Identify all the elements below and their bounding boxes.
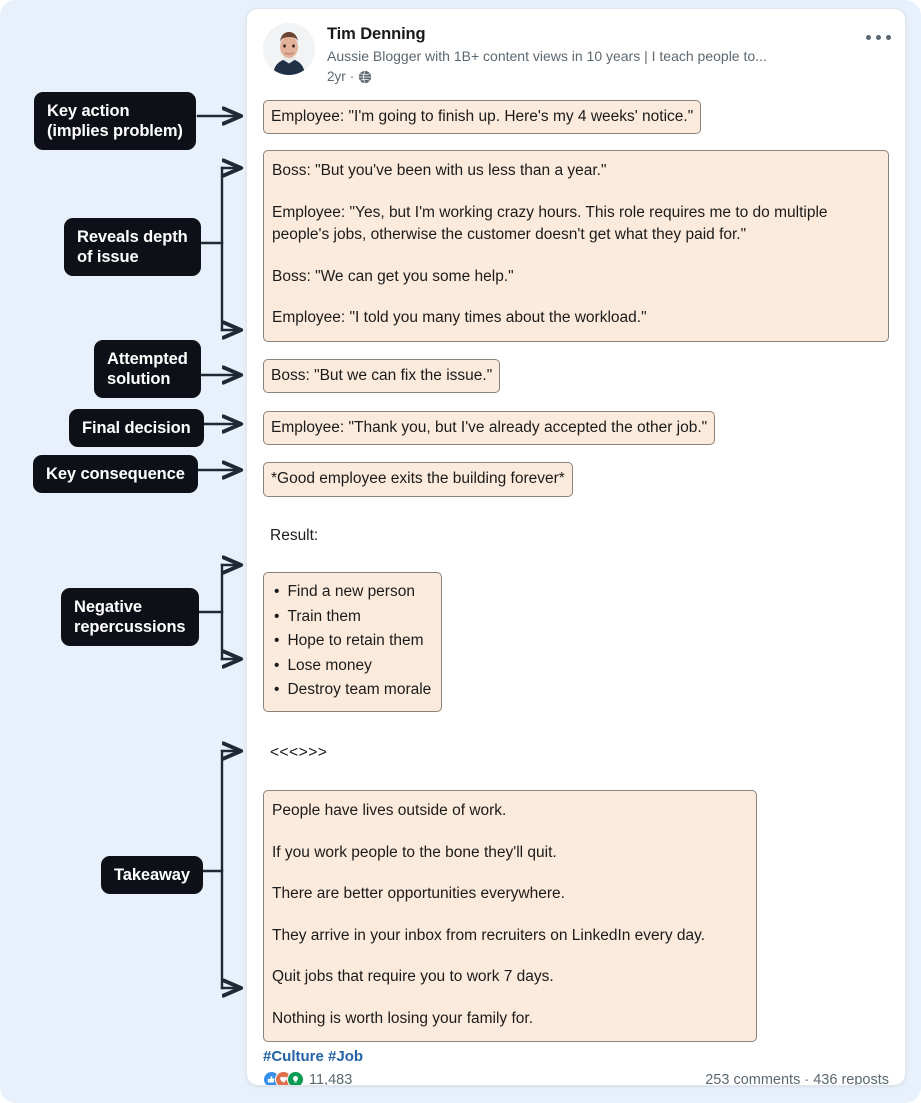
dialogue-line: Employee: "Yes, but I'm working crazy ho… [272, 203, 828, 244]
comments-reposts-count[interactable]: 253 comments · 436 reposts [705, 1071, 889, 1086]
content-separator: <<<>>> [270, 743, 328, 761]
insightful-icon [287, 1071, 304, 1085]
dialogue-line: Boss: "But you've been with us less than… [272, 162, 607, 180]
content-line-notice-wrap: Employee: "I'm going to finish up. Here'… [263, 99, 889, 135]
list-item: Lose money [274, 654, 431, 678]
annotation-reveals-depth: Reveals depth of issue [64, 218, 201, 277]
takeaway-line: They arrive in your inbox from recruiter… [272, 926, 706, 944]
reaction-icons [263, 1071, 304, 1085]
takeaway-line: If you work people to the bone they'll q… [272, 843, 557, 861]
post-header: Tim Denning Aussie Blogger with 1B+ cont… [247, 9, 905, 90]
content-line-accepted-wrap: Employee: "Thank you, but I've already a… [263, 411, 889, 446]
annotation-negative-repercussions: Negative repercussions [61, 588, 199, 647]
takeaway-line: Nothing is worth losing your family for. [272, 1009, 534, 1027]
author-name[interactable]: Tim Denning [327, 25, 426, 43]
author-block: Tim Denning Aussie Blogger with 1B+ cont… [327, 23, 889, 86]
content-line-accepted: Employee: "Thank you, but I've already a… [263, 411, 716, 446]
ellipsis-dot [886, 35, 891, 40]
result-bullet-list: Find a new person Train them Hope to ret… [274, 580, 431, 702]
reactions-summary[interactable]: 11,483 [263, 1071, 353, 1086]
dialogue-line: Boss: "We can get you some help." [272, 267, 514, 285]
ellipsis-dot [876, 35, 881, 40]
content-line-exits-wrap: *Good employee exits the building foreve… [263, 462, 889, 497]
list-item: Destroy team morale [274, 678, 431, 702]
annotation-key-consequence: Key consequence [33, 455, 198, 494]
social-stats-row: 11,483 253 comments · 436 reposts [263, 1071, 889, 1086]
globe-icon [358, 70, 372, 84]
post-footer: #Culture #Job 11,483 [247, 1042, 905, 1086]
result-bullets-wrap: Find a new person Train them Hope to ret… [263, 572, 889, 712]
avatar[interactable] [263, 23, 315, 75]
meta-separator: · [349, 68, 355, 84]
annotation-takeaway: Takeaway [101, 856, 203, 895]
dialogue-line: Employee: "I told you many times about t… [272, 309, 647, 327]
post-meta: 2yr · [327, 68, 889, 86]
hashtags[interactable]: #Culture #Job [263, 1048, 364, 1066]
content-line-exits: *Good employee exits the building foreve… [263, 462, 573, 497]
post-content: Employee: "I'm going to finish up. Here'… [247, 99, 905, 1043]
more-options-button[interactable] [866, 35, 891, 40]
reaction-count: 11,483 [309, 1071, 353, 1086]
result-bullets-block: Find a new person Train them Hope to ret… [263, 572, 443, 712]
takeaway-line: Quit jobs that require you to work 7 day… [272, 968, 554, 986]
dialogue-block: Boss: "But you've been with us less than… [263, 150, 889, 342]
content-line-notice: Employee: "I'm going to finish up. Here'… [263, 99, 702, 135]
annotation-key-action: Key action (implies problem) [34, 92, 196, 151]
linkedin-post-card: Tim Denning Aussie Blogger with 1B+ cont… [246, 8, 906, 1086]
dialogue-block-wrap: Boss: "But you've been with us less than… [263, 150, 889, 342]
author-headline: Aussie Blogger with 1B+ content views in… [327, 47, 767, 64]
takeaway-block-wrap: People have lives outside of work. If yo… [263, 790, 889, 1043]
list-item: Find a new person [274, 580, 431, 604]
takeaway-block: People have lives outside of work. If yo… [263, 790, 757, 1043]
takeaway-line: People have lives outside of work. [272, 802, 507, 820]
content-line-fix-wrap: Boss: "But we can fix the issue." [263, 358, 889, 394]
takeaway-line: There are better opportunities everywher… [272, 885, 565, 903]
list-item: Train them [274, 605, 431, 629]
content-line-fix: Boss: "But we can fix the issue." [263, 358, 501, 394]
list-item: Hope to retain them [274, 629, 431, 653]
result-label: Result: [270, 526, 319, 544]
annotation-final-decision: Final decision [69, 409, 204, 448]
ellipsis-dot [866, 35, 871, 40]
annotation-attempted-solution: Attempted solution [94, 340, 201, 399]
post-time: 2yr [327, 68, 346, 84]
